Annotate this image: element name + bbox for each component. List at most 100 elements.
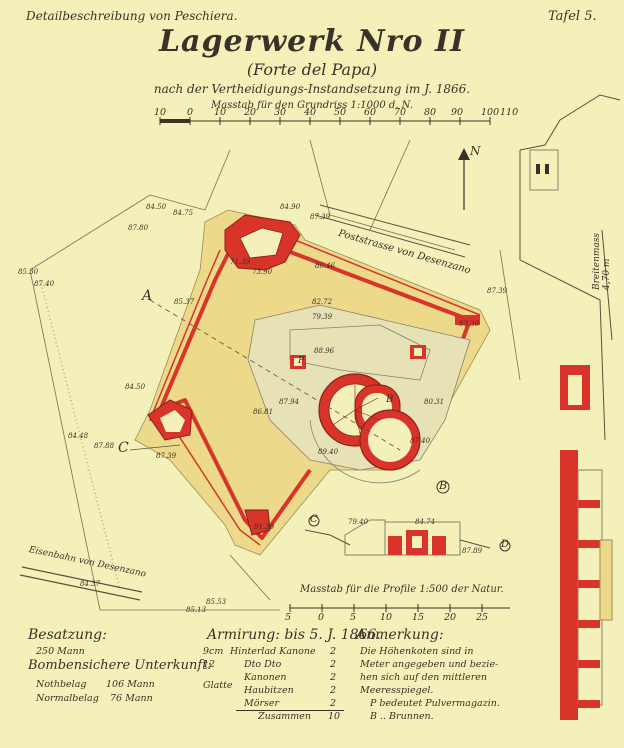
notes-line: B .. Brunnen.: [370, 711, 434, 722]
elevation-label: 87.80: [128, 224, 149, 232]
armament-prefix: 12: [203, 659, 216, 670]
elevation-label: 84.75: [173, 209, 194, 217]
scale-tick: 10: [154, 107, 167, 118]
powder-magazine-label: P: [298, 356, 305, 366]
armament-name: Hinterlad Kanone: [230, 646, 316, 657]
notes-line: Meeresspiegel.: [360, 685, 434, 696]
scale-tick: 0: [318, 612, 325, 623]
notes-line: Die Höhenkoten sind in: [360, 646, 474, 657]
scale-tick: 25: [476, 612, 489, 623]
scale-plan-label: Masstab für den Grundriss 1:1000 d. N.: [211, 100, 413, 111]
scale-tick: 80: [424, 107, 437, 118]
elevation-label: 85.37: [174, 298, 195, 306]
armament-total-value: 10: [328, 711, 341, 722]
armament-prefix: Glatte: [203, 680, 233, 691]
armament-name: Haubitzen: [244, 685, 294, 696]
profile-width-label: Breitenmass 4,70 m: [592, 233, 612, 290]
normal-label: Normalbelag: [36, 693, 99, 704]
elevation-label: 87.89: [462, 547, 483, 555]
scale-tick: 15: [412, 612, 425, 623]
armament-count: 2: [330, 685, 337, 696]
scale-tick: 5: [285, 612, 292, 623]
elevation-label: 87.39: [156, 452, 177, 460]
notes-line: P bedeutet Pulvermagazin.: [370, 698, 500, 709]
scale-tick: 30: [274, 107, 287, 118]
scale-profile-label: Masstab für die Profile 1:500 der Natur.: [300, 584, 504, 595]
elevation-label: 80.31: [424, 398, 445, 406]
armament-sum-rule: [236, 710, 344, 711]
elevation-label: 87.94: [279, 398, 300, 406]
armament-count: 2: [330, 698, 337, 709]
header-right: Tafel 5.: [548, 9, 597, 24]
elevation-label: 85.53: [206, 598, 227, 606]
armament-count: 2: [330, 646, 337, 657]
armament-count: 2: [330, 659, 337, 670]
normal-value: 76 Mann: [110, 693, 153, 704]
elevation-label: 85.30: [18, 268, 39, 276]
scale-tick: 60: [364, 107, 377, 118]
armament-name: Dto Dto: [244, 659, 282, 670]
shelter-heading: Bombensichere Unterkunft:: [28, 658, 212, 673]
elevation-label: 84.90: [280, 203, 301, 211]
elevation-label: 73.90: [252, 268, 273, 276]
elevation-label: 88.96: [314, 347, 335, 355]
scale-tick: 40: [304, 107, 317, 118]
emergency-value: 106 Mann: [106, 679, 155, 690]
garrison-heading: Besatzung:: [28, 627, 107, 643]
elevation-label: 91.39: [254, 523, 275, 531]
elevation-label: 84.50: [125, 383, 146, 391]
scale-tick: 0: [187, 107, 194, 118]
scale-tick: 5: [350, 612, 357, 623]
header-left: Detailbeschreibung von Peschiera.: [26, 9, 238, 23]
elevation-label: 87.40: [410, 437, 431, 445]
elevation-label: 87.40: [34, 280, 55, 288]
scale-tick: 10: [214, 107, 227, 118]
garrison-men: 250 Mann: [36, 646, 85, 657]
section-label-a: A: [142, 288, 153, 304]
elevation-label: 84.74: [415, 518, 436, 526]
armament-count: 2: [330, 672, 337, 683]
scale-tick: 110: [500, 107, 519, 118]
elevation-label: 84.48: [68, 432, 89, 440]
scale-tick: 50: [334, 107, 347, 118]
page-title: Lagerwerk Nro II: [158, 24, 466, 59]
page-subtitle-2: nach der Vertheidigungs-Instandsetzung i…: [153, 82, 471, 96]
notes-line: Meter angegeben und bezie-: [360, 659, 499, 670]
elevation-label: 83.30: [459, 320, 480, 328]
elevation-label: 84.50: [146, 203, 167, 211]
armament-heading: Armirung: bis 5. J. 1866.: [207, 627, 381, 643]
elevation-label: 71.39: [230, 258, 251, 266]
well-label: B: [386, 394, 394, 405]
elevation-label: 89.40: [318, 448, 339, 456]
page-subtitle: (Forte del Papa): [246, 60, 378, 79]
armament-name: Mörser: [244, 698, 280, 709]
scale-tick: 20: [244, 107, 257, 118]
scale-tick: 10: [380, 612, 393, 623]
armament-total-label: Zusammen: [258, 711, 312, 722]
armament-name: Kanonen: [244, 672, 287, 683]
elevation-label: 79.39: [312, 313, 333, 321]
elevation-label: 84.37: [80, 580, 101, 588]
scale-tick: 90: [451, 107, 464, 118]
elevation-label: 85.13: [186, 606, 207, 614]
scale-tick: 100: [481, 107, 500, 118]
elevation-label: 80.46: [315, 262, 336, 270]
elevation-label: 86.81: [253, 408, 274, 416]
notes-heading: Anmerkung:: [356, 627, 444, 643]
emergency-label: Nothbelag: [36, 679, 87, 690]
section-label-c2: C: [310, 514, 318, 525]
notes-line: hen sich auf den mittleren: [360, 672, 488, 683]
elevation-label: 79.40: [348, 518, 369, 526]
section-label-c: C: [118, 440, 129, 456]
scale-tick: 70: [394, 107, 407, 118]
elevation-label: 87.39: [310, 213, 331, 221]
north-label: N: [470, 144, 481, 158]
section-label-d: D: [501, 539, 510, 550]
section-label-b: B: [439, 479, 448, 492]
armament-prefix: 9cm: [203, 646, 224, 657]
elevation-label: 82.72: [312, 298, 333, 306]
scale-tick: 20: [444, 612, 457, 623]
elevation-label: 87.39: [487, 287, 508, 295]
